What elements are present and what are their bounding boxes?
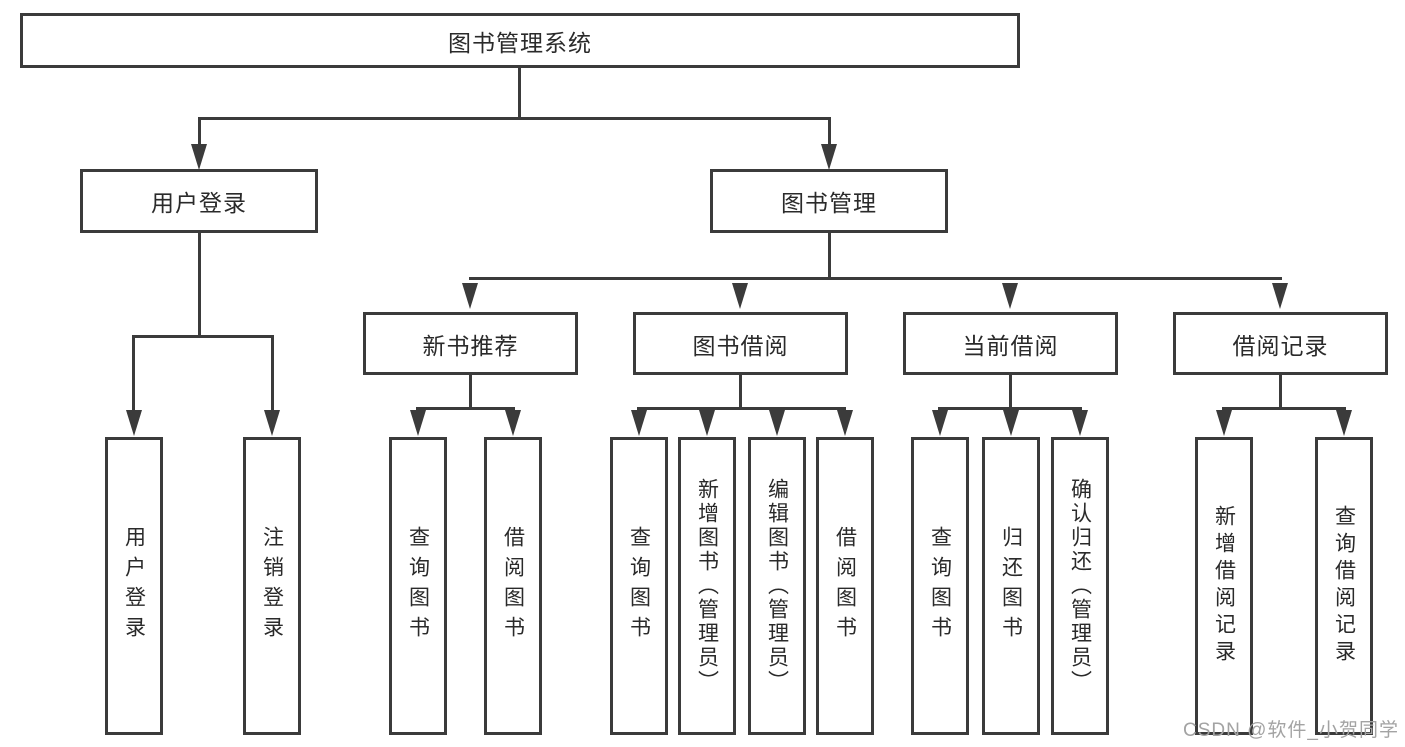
leaf-query-borrow-record: 查询借阅记录 [1315, 437, 1373, 735]
leaf-user-login: 用户登录 [105, 437, 163, 735]
leaf-add-borrow-record: 新增借阅记录 [1195, 437, 1253, 735]
connector-drop-logout [271, 335, 274, 411]
arrowhead-down-icon [462, 283, 478, 309]
node-new-book-recommend: 新书推荐 [363, 312, 578, 375]
connector-book-borrow-rail [637, 407, 846, 410]
leaf-query-books-1: 查询图书 [389, 437, 447, 735]
arrowhead-down-icon [410, 410, 426, 436]
arrowhead-down-icon [505, 410, 521, 436]
leaf-borrow-books-2: 借阅图书 [816, 437, 874, 735]
leaf-borrow-books-1: 借阅图书 [484, 437, 542, 735]
arrowhead-down-icon [1216, 410, 1232, 436]
leaf-add-books-admin: 新增图书（管理员） [678, 437, 736, 735]
connector-borrow-records-stem [1279, 375, 1282, 407]
node-borrow-records: 借阅记录 [1173, 312, 1388, 375]
csdn-watermark: CSDN @软件_小贺同学 [1183, 720, 1399, 741]
leaf-query-books-3: 查询图书 [911, 437, 969, 735]
connector-root-stem [518, 68, 521, 117]
arrowhead-down-icon [769, 410, 785, 436]
connector-new-book-rail [416, 407, 515, 410]
connector-drop-login [132, 335, 135, 411]
arrowhead-down-icon [126, 410, 142, 436]
connector-book-borrow-stem [739, 375, 742, 407]
arrowhead-down-icon [699, 410, 715, 436]
leaf-query-books-2: 查询图书 [610, 437, 668, 735]
arrowhead-down-icon [932, 410, 948, 436]
connector-user-login-stem [198, 233, 201, 335]
connector-current-borrow-rail [938, 407, 1082, 410]
arrowhead-down-icon [1003, 410, 1019, 436]
connector-root-rail [198, 117, 831, 120]
leaf-logout: 注销登录 [243, 437, 301, 735]
arrowhead-down-icon [1272, 283, 1288, 309]
connector-book-mgmt-stem [828, 233, 831, 277]
arrowhead-down-icon [1072, 410, 1088, 436]
connector-book-mgmt-rail [469, 277, 1282, 280]
node-current-borrow: 当前借阅 [903, 312, 1118, 375]
arrowhead-down-icon [821, 144, 837, 170]
arrowhead-down-icon [837, 410, 853, 436]
arrowhead-down-icon [1336, 410, 1352, 436]
arrowhead-down-icon [1002, 283, 1018, 309]
connector-drop-user-login [198, 117, 201, 145]
node-library-system: 图书管理系统 [20, 13, 1020, 68]
connector-drop-book-mgmt [828, 117, 831, 145]
node-user-login: 用户登录 [80, 169, 318, 233]
leaf-confirm-return-admin: 确认归还（管理员） [1051, 437, 1109, 735]
node-book-borrow: 图书借阅 [633, 312, 848, 375]
arrowhead-down-icon [191, 144, 207, 170]
arrowhead-down-icon [264, 410, 280, 436]
leaf-edit-books-admin: 编辑图书（管理员） [748, 437, 806, 735]
leaf-return-books: 归还图书 [982, 437, 1040, 735]
connector-current-borrow-stem [1009, 375, 1012, 407]
arrowhead-down-icon [732, 283, 748, 309]
connector-user-login-rail [132, 335, 274, 338]
connector-borrow-records-rail [1222, 407, 1346, 410]
connector-new-book-stem [469, 375, 472, 407]
arrowhead-down-icon [631, 410, 647, 436]
node-book-management: 图书管理 [710, 169, 948, 233]
